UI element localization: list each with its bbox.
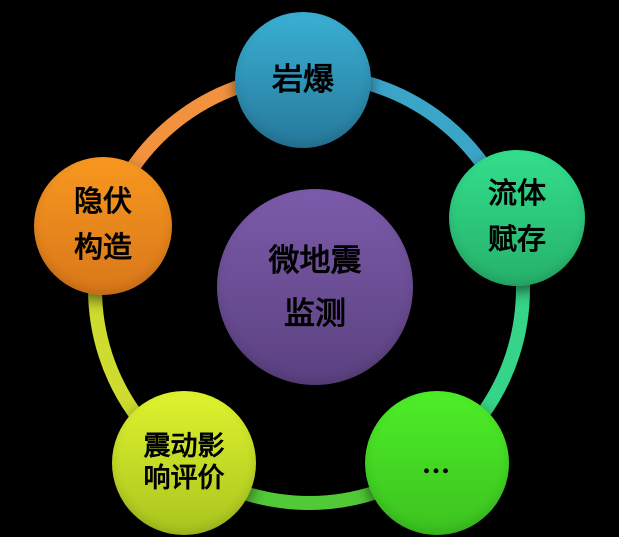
- node-label: 赋存: [487, 224, 546, 256]
- node-hidden-structures: 隐伏 构造: [34, 157, 172, 295]
- node-label: 微地震: [268, 242, 362, 278]
- node-fluid-occurrence: 流体 赋存: [449, 150, 585, 286]
- node-label: 响评价: [143, 463, 225, 493]
- node-label: 流体: [487, 178, 546, 211]
- node-rock-burst: 岩爆: [235, 12, 371, 148]
- node-more-ellipsis: ...: [365, 391, 509, 535]
- node-microseismic-monitoring: 微地震 监测: [217, 189, 413, 385]
- node-label: 监测: [284, 296, 346, 331]
- node-label: 震动影: [143, 431, 225, 462]
- node-label: 隐伏: [73, 186, 132, 219]
- node-vibration-impact-evaluation: 震动影 响评价: [112, 391, 256, 535]
- node-label: 岩爆: [272, 62, 334, 98]
- node-label: 构造: [73, 232, 132, 264]
- node-label: ...: [422, 446, 452, 480]
